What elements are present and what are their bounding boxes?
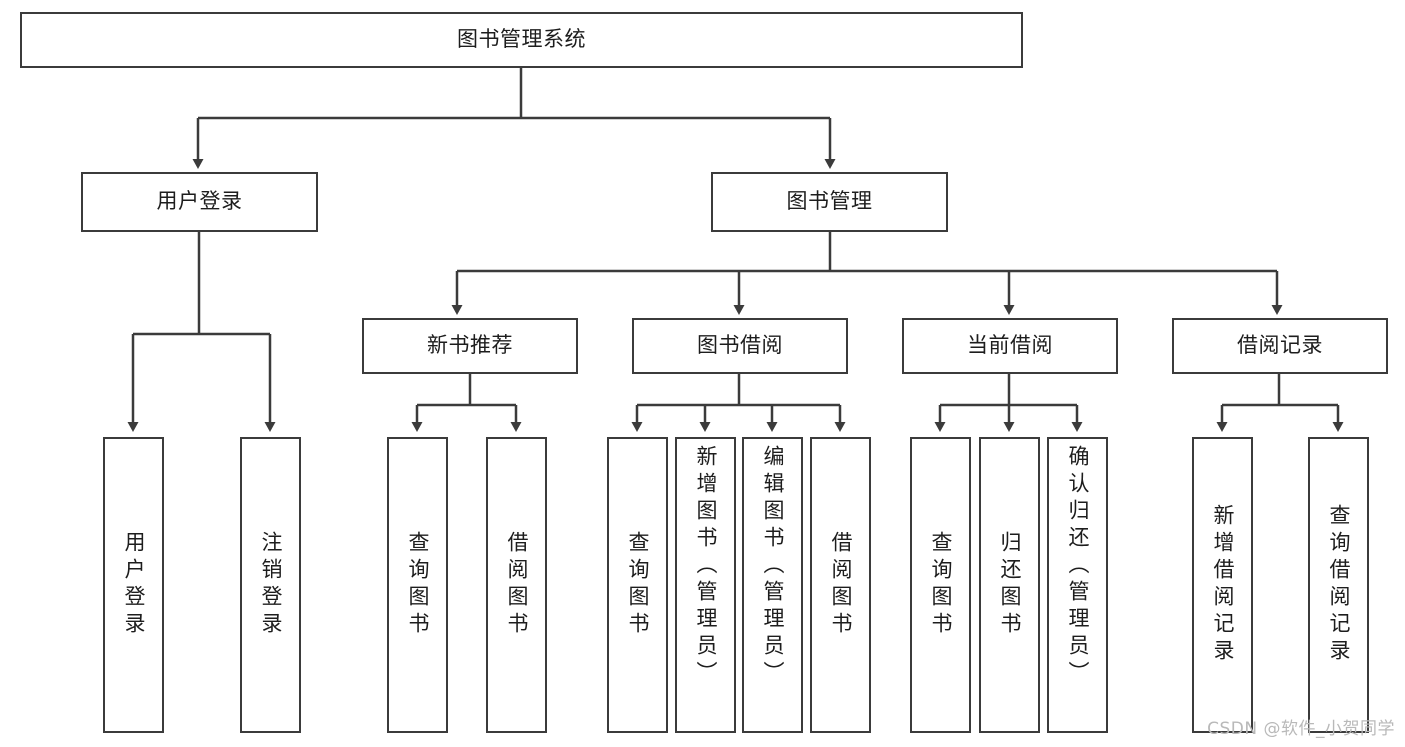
- leaf-borrow-books-recommend[interactable]: 借阅图书: [486, 437, 547, 733]
- node-user-login[interactable]: 用户登录: [81, 172, 318, 232]
- leaf-label: 查询图书: [626, 531, 650, 639]
- leaf-label: 注销登录: [259, 531, 283, 639]
- node-book-management[interactable]: 图书管理: [711, 172, 948, 232]
- leaf-label: 新增图书（管理员）: [694, 445, 718, 688]
- leaf-label: 确认归还（管理员）: [1066, 445, 1090, 688]
- leaf-query-books-recommend[interactable]: 查询图书: [387, 437, 448, 733]
- leaf-label: 借阅图书: [505, 531, 529, 639]
- leaf-label: 新增借阅记录: [1211, 504, 1235, 666]
- leaf-label: 借阅图书: [829, 531, 853, 639]
- node-label: 当前借阅: [967, 333, 1053, 358]
- leaf-query-borrow-record[interactable]: 查询借阅记录: [1308, 437, 1369, 733]
- node-new-book-recommend[interactable]: 新书推荐: [362, 318, 578, 374]
- node-book-borrow[interactable]: 图书借阅: [632, 318, 848, 374]
- node-label: 图书管理: [786, 189, 873, 214]
- node-current-borrow[interactable]: 当前借阅: [902, 318, 1118, 374]
- leaf-query-books-borrow[interactable]: 查询图书: [607, 437, 668, 733]
- leaf-label: 编辑图书（管理员）: [761, 445, 785, 688]
- node-borrow-records[interactable]: 借阅记录: [1172, 318, 1388, 374]
- leaf-logout[interactable]: 注销登录: [240, 437, 301, 733]
- node-label: 新书推荐: [427, 333, 513, 358]
- leaf-label: 查询借阅记录: [1327, 504, 1351, 666]
- leaf-label: 查询图书: [929, 531, 953, 639]
- leaf-label: 归还图书: [998, 531, 1022, 639]
- leaf-return-books[interactable]: 归还图书: [979, 437, 1040, 733]
- leaf-add-borrow-record[interactable]: 新增借阅记录: [1192, 437, 1253, 733]
- leaf-edit-book-admin[interactable]: 编辑图书（管理员）: [742, 437, 803, 733]
- node-label: 图书管理系统: [457, 27, 586, 52]
- leaf-label: 查询图书: [406, 531, 430, 639]
- leaf-borrow-books[interactable]: 借阅图书: [810, 437, 871, 733]
- leaf-confirm-return-admin[interactable]: 确认归还（管理员）: [1047, 437, 1108, 733]
- leaf-query-books-current[interactable]: 查询图书: [910, 437, 971, 733]
- leaf-label: 用户登录: [122, 531, 146, 639]
- node-root-book-management-system[interactable]: 图书管理系统: [20, 12, 1023, 68]
- leaf-user-login[interactable]: 用户登录: [103, 437, 164, 733]
- node-label: 借阅记录: [1237, 333, 1323, 358]
- node-label: 图书借阅: [697, 333, 783, 358]
- node-label: 用户登录: [156, 189, 243, 214]
- watermark-text: CSDN @软件_小贺同学: [1207, 719, 1395, 739]
- leaf-add-book-admin[interactable]: 新增图书（管理员）: [675, 437, 736, 733]
